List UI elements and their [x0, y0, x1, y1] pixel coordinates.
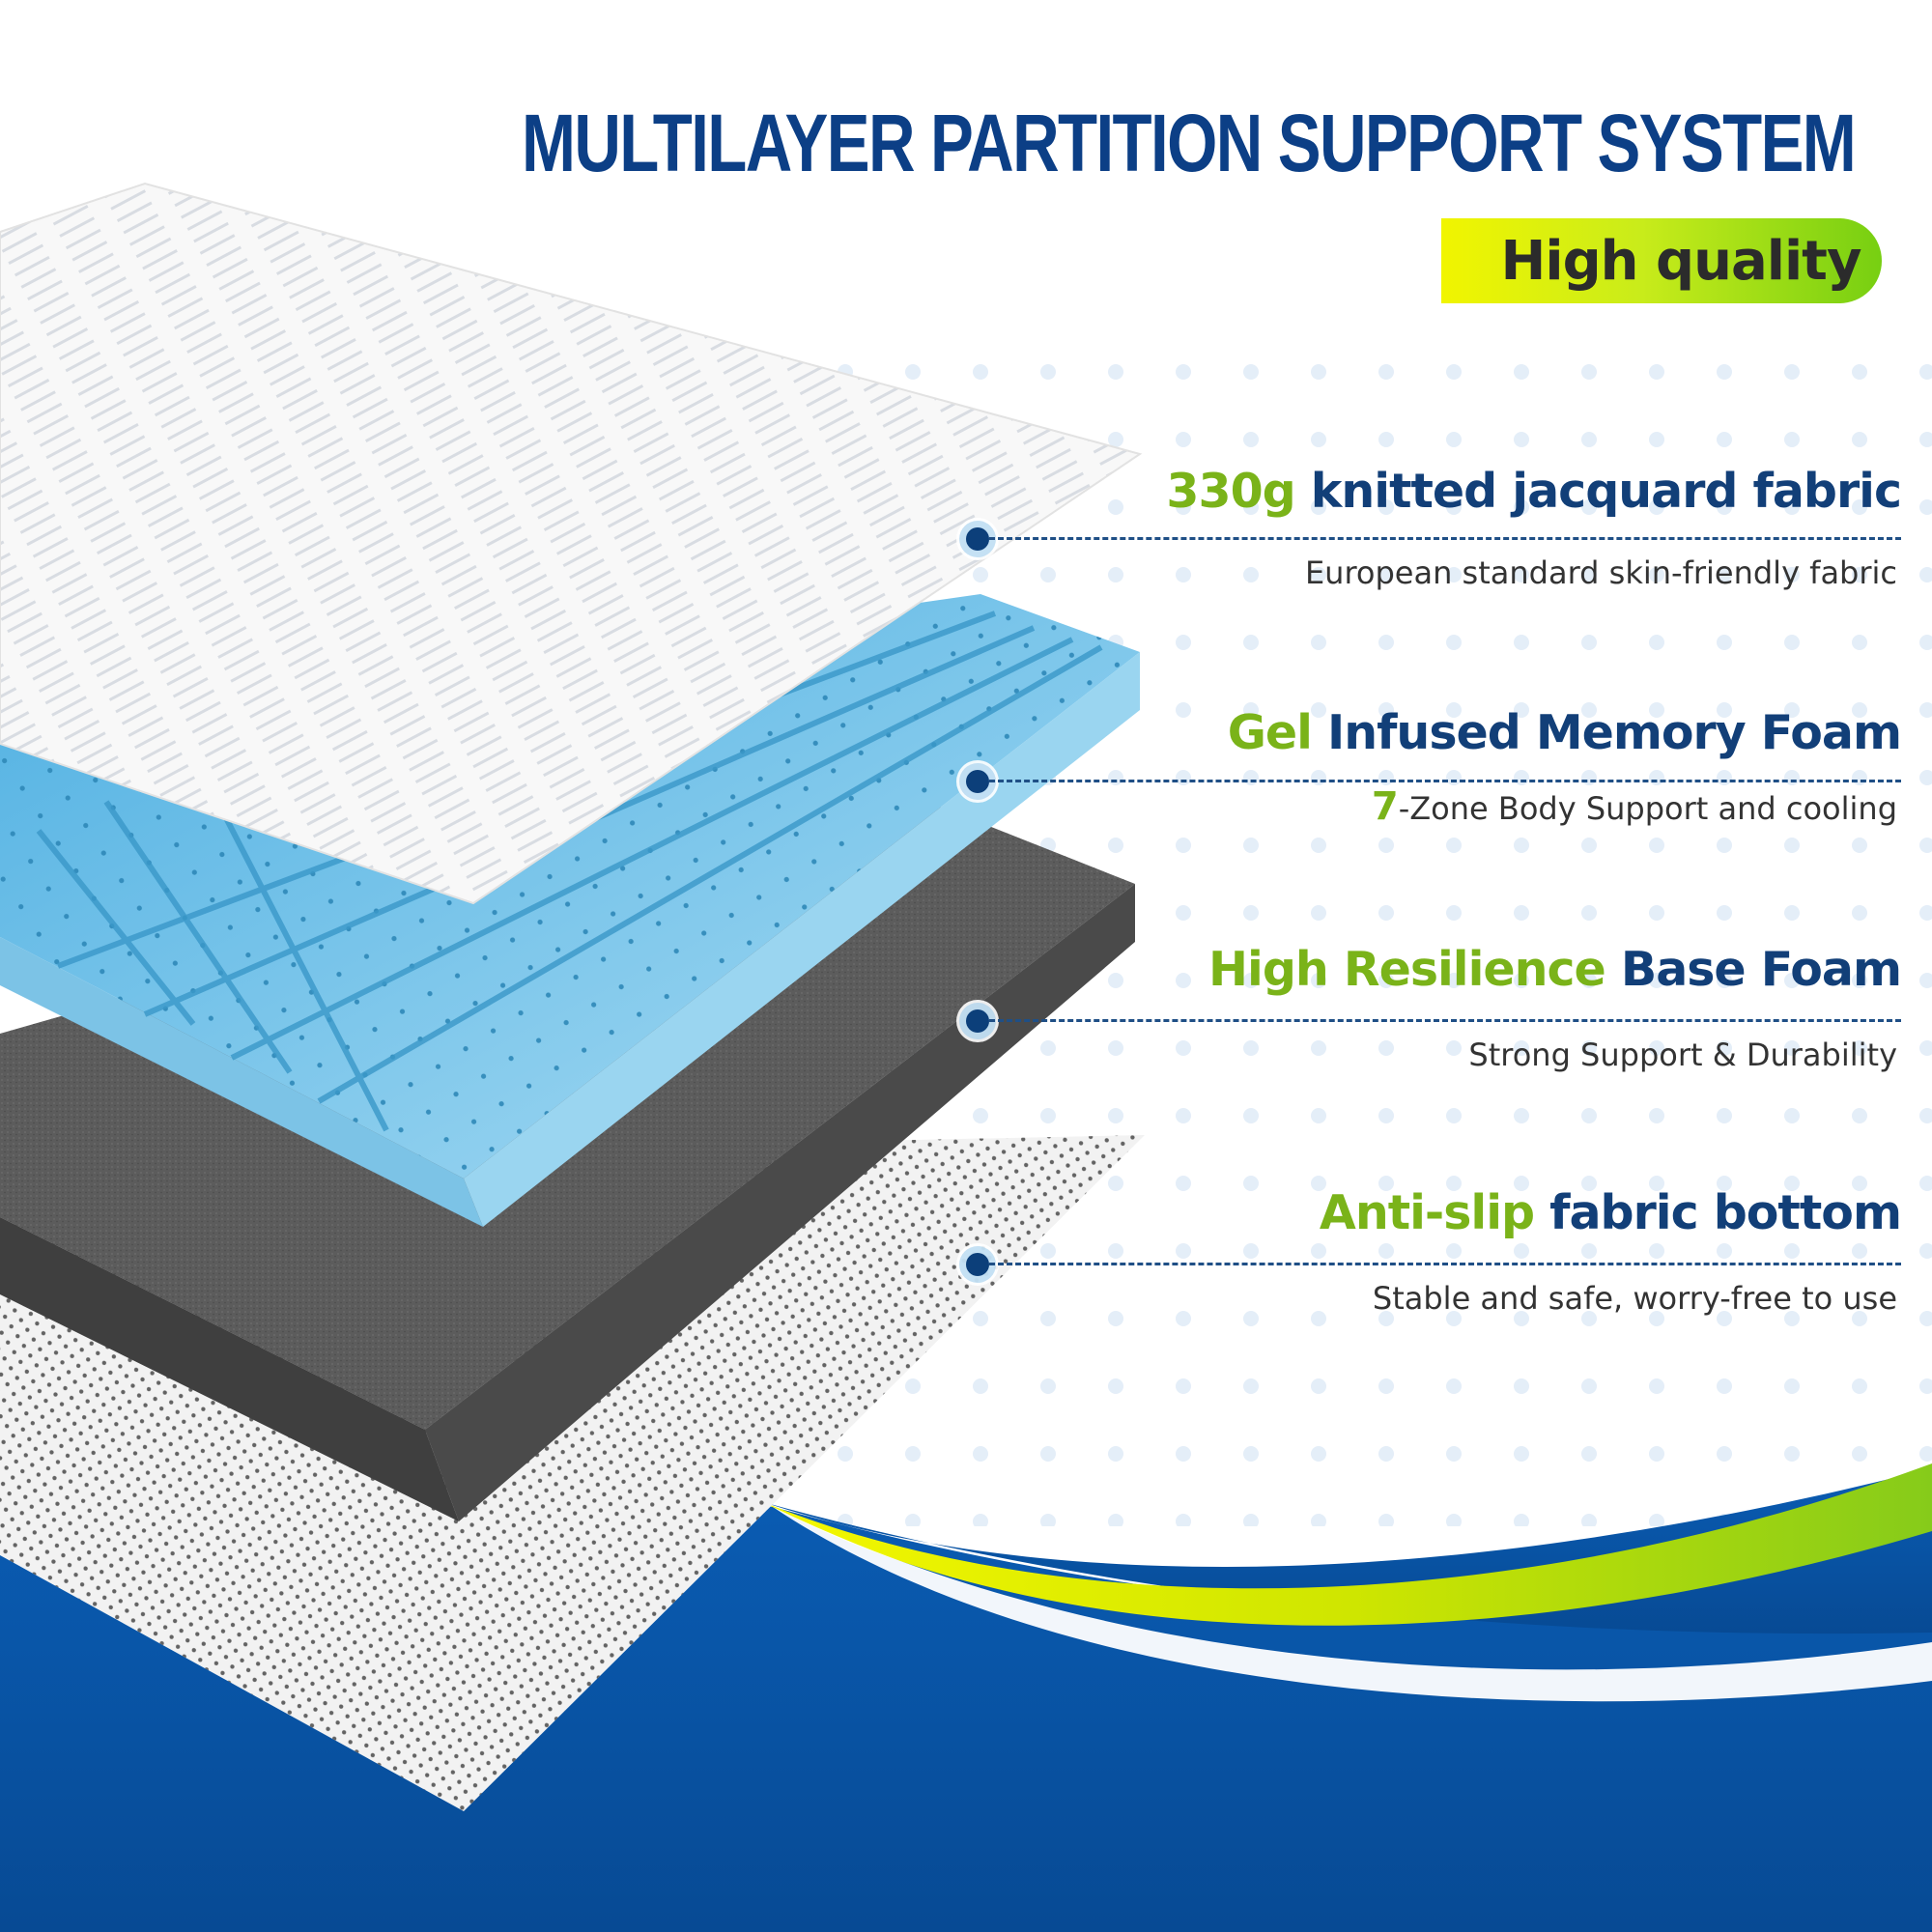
callout-dot-icon [966, 770, 989, 793]
feature-subtitle-text: Strong Support & Durability [1468, 1037, 1897, 1073]
callout-dot-icon [966, 1009, 989, 1033]
feature-subtitle: European standard skin-friendly fabric [1305, 549, 1897, 593]
callout-dot-icon [966, 1253, 989, 1276]
callout-dashed-line [989, 1019, 1901, 1022]
feature-subtitle: Strong Support & Durability [1468, 1031, 1897, 1075]
feature-base-foam: High Resilience Base Foam Strong Support… [966, 942, 1902, 1073]
feature-heading-accent: 330g [1166, 464, 1295, 519]
feature-subtitle: Stable and safe, worry-free to use [1373, 1274, 1897, 1319]
feature-heading-text: knitted jacquard fabric [1294, 464, 1902, 519]
callout-dashed-line [989, 1263, 1901, 1265]
feature-subtitle-text: European standard skin-friendly fabric [1304, 554, 1897, 591]
feature-heading-text: Base Foam [1605, 942, 1902, 997]
feature-heading: Gel Infused Memory Foam [966, 705, 1902, 760]
callout-dot-icon [966, 527, 989, 551]
feature-heading-accent: High Resilience [1208, 942, 1606, 997]
callout-dashed-line [989, 780, 1901, 782]
feature-heading: 330g knitted jacquard fabric [966, 464, 1902, 519]
page-title: MULTILAYER PARTITION SUPPORT SYSTEM [522, 98, 1857, 188]
callout-dashed-line [989, 537, 1901, 540]
feature-heading: High Resilience Base Foam [966, 942, 1902, 997]
quality-badge-label: High quality [1500, 229, 1862, 293]
feature-anti-slip-bottom: Anti-slip fabric bottom Stable and safe,… [966, 1185, 1902, 1317]
feature-subtitle-text: -Zone Body Support and cooling [1398, 790, 1897, 827]
feature-heading: Anti-slip fabric bottom [966, 1185, 1902, 1240]
quality-badge: High quality [1441, 218, 1882, 303]
feature-jacquard-fabric: 330g knitted jacquard fabric European st… [966, 464, 1902, 591]
feature-heading-text: fabric bottom [1534, 1185, 1902, 1240]
feature-subtitle-text: Stable and safe, worry-free to use [1372, 1280, 1897, 1317]
feature-heading-accent: Gel [1227, 705, 1313, 760]
feature-gel-memory-foam: Gel Infused Memory Foam 7-Zone Body Supp… [966, 705, 1902, 829]
feature-subtitle: 7-Zone Body Support and cooling [1372, 784, 1897, 829]
feature-heading-accent: Anti-slip [1319, 1185, 1535, 1240]
feature-subtitle-accent: 7 [1371, 784, 1399, 829]
feature-heading-text: Infused Memory Foam [1311, 705, 1902, 760]
